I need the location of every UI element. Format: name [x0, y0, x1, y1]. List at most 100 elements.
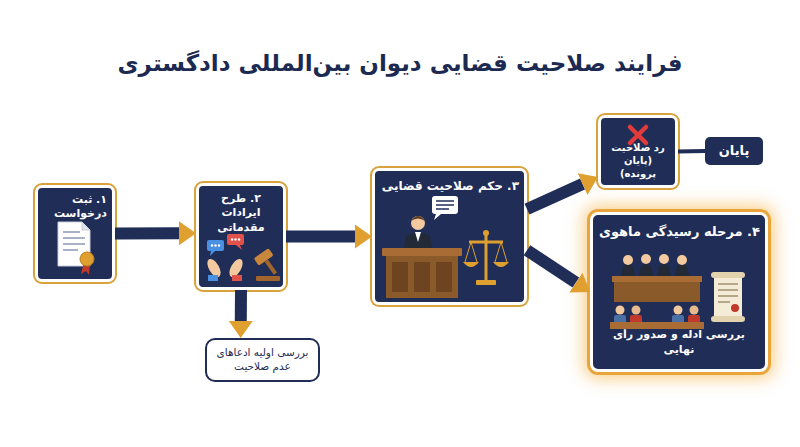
bubble-dot: [218, 244, 220, 246]
document-line: [63, 249, 78, 251]
audience-body: [614, 315, 626, 325]
gavel-head: [254, 248, 274, 266]
bubble-tail: [434, 214, 441, 220]
audience-head: [674, 306, 683, 315]
speech-bubble: [227, 234, 244, 245]
connector-line: [678, 149, 705, 154]
audience-head: [616, 306, 625, 315]
note-box: بررسی اولیه ادعاهای عدم صلاحیت: [205, 338, 320, 382]
judge-head: [641, 254, 651, 264]
scroll-line: [718, 295, 738, 296]
scales-icon: [463, 230, 509, 285]
scale-base: [476, 280, 496, 285]
hand: [205, 257, 224, 279]
bubble-dot: [211, 244, 213, 246]
scale-beam: [469, 241, 503, 244]
cross-stroke: [630, 127, 646, 143]
speech-bubble: [432, 196, 458, 214]
scale-string: [471, 242, 477, 262]
node-title: پایان: [710, 143, 758, 160]
audience-body: [688, 315, 700, 325]
audience-body: [672, 315, 684, 325]
node-title: ۲. طرح ایرادات مقدماتی: [204, 192, 278, 235]
seal: [80, 252, 94, 266]
judge-collar: [415, 232, 421, 242]
bubble-tail: [210, 251, 215, 256]
cross-stroke: [630, 127, 646, 143]
scroll-line: [718, 283, 738, 284]
reject-icon: [630, 127, 646, 143]
bench-top: [382, 248, 462, 256]
judge-robe: [621, 264, 635, 276]
seal-ribbon: [81, 262, 90, 275]
bubble-dot: [231, 238, 233, 240]
diagram-title: فرایند صلاحیت قضایی دیوان بین‌المللی داد…: [0, 50, 800, 76]
node-title: ۴. مرحله رسیدگی ماهوی: [598, 224, 760, 241]
scale-string: [495, 242, 501, 262]
judge-icon: [382, 196, 462, 298]
scroll-line: [718, 289, 738, 290]
scroll-roll: [711, 272, 745, 278]
flow-arrow: [235, 290, 247, 321]
judge-head: [623, 255, 633, 265]
gavel-block: [256, 276, 280, 281]
document-icon: [58, 222, 94, 275]
node-title: ۱. ثبت درخواست: [43, 193, 107, 222]
scroll-icon: [711, 272, 745, 322]
bench-top: [612, 276, 702, 282]
bench-panel: [414, 262, 430, 292]
scale-knob: [483, 230, 489, 236]
bench-panel: [436, 262, 452, 292]
step-box: ۲. طرح ایرادات مقدماتی: [196, 183, 286, 290]
bubble-line: [436, 200, 454, 202]
bubble-tail: [236, 245, 242, 250]
flow-arrow: [527, 184, 583, 209]
speech-bubble: [207, 240, 224, 251]
debate-icon: [205, 234, 283, 281]
bench-panel: [392, 262, 408, 292]
bubble-dot: [238, 238, 240, 240]
front-rail: [610, 322, 704, 329]
document-sheet: [58, 222, 90, 266]
sleeve: [208, 275, 218, 281]
scroll-seal: [731, 304, 739, 312]
node-title: ۳. حکم صلاحیت قضایی: [380, 179, 519, 195]
bubble-line: [436, 204, 454, 206]
scale-pole: [485, 234, 488, 281]
scale-pan: [493, 262, 509, 267]
courtroom-icon: [610, 254, 704, 329]
judge-hair: [411, 216, 425, 221]
judge-robe: [404, 233, 432, 251]
audience-head: [632, 306, 641, 315]
scale-string: [465, 242, 471, 262]
end-box: پایان: [705, 137, 763, 165]
scroll-roll: [711, 316, 745, 322]
judge-head: [659, 254, 669, 264]
bubble-dot: [214, 244, 216, 246]
judge-robe: [657, 264, 671, 276]
title-area: فرایند صلاحیت قضایی دیوان بین‌المللی داد…: [0, 50, 800, 76]
bench: [614, 282, 700, 302]
scroll-sheet: [714, 276, 742, 318]
gavel: [254, 248, 283, 279]
node-title: بررسی اولیه ادعاهای عدم صلاحیت: [212, 346, 313, 373]
scroll-line: [718, 301, 730, 302]
judge-head: [677, 255, 687, 265]
bench: [386, 256, 458, 298]
sleeve: [232, 275, 242, 281]
audience-head: [690, 306, 699, 315]
bubble-dot: [234, 238, 236, 240]
flow-arrow: [527, 250, 576, 282]
step-box: ۳. حکم صلاحیت قضایی: [372, 168, 527, 305]
flow-arrow: [115, 227, 179, 239]
judge-robe: [675, 264, 689, 276]
flow-arrow: [286, 231, 355, 243]
outcome-box: رد صلاحیت (پایان پرونده): [598, 115, 678, 188]
bubble-line: [436, 208, 449, 210]
highlight-box: ۴. مرحله رسیدگی ماهویبررسی ادله و صدور ر…: [590, 212, 768, 372]
node-title: رد صلاحیت (پایان پرونده): [606, 141, 670, 180]
hand: [227, 257, 246, 279]
gavel-handle: [265, 259, 277, 274]
scale-pan: [463, 262, 479, 267]
